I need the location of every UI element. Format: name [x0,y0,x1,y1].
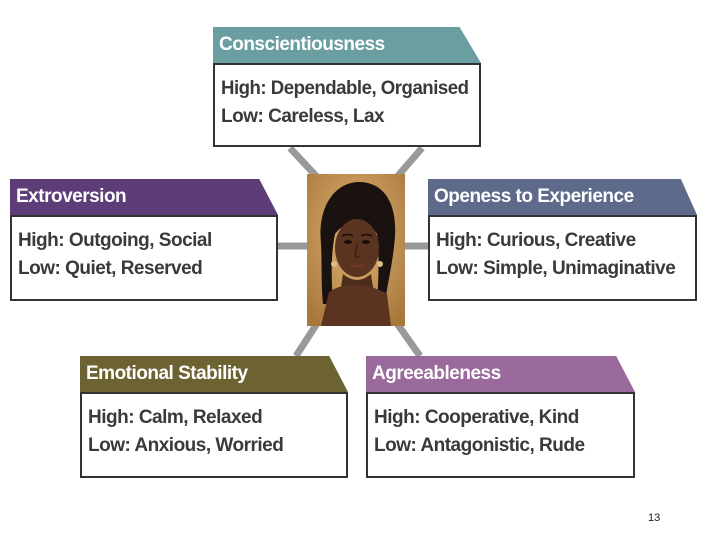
trait-low: Low: Simple, Unimaginative [436,258,676,279]
trait-low: Low: Quiet, Reserved [18,258,203,279]
trait-description: High: Calm, Relaxed Low: Anxious, Worrie… [80,392,348,478]
trait-high: High: Outgoing, Social [18,230,212,251]
trait-description: High: Curious, Creative Low: Simple, Uni… [428,215,697,301]
trait-agreeableness: Agreeableness High: Cooperative, Kind Lo… [366,356,635,478]
trait-openness: Openess to Experience High: Curious, Cre… [428,179,697,301]
trait-emotional-stability: Emotional Stability High: Calm, Relaxed … [80,356,348,478]
trait-title: Extroversion [10,179,278,215]
trait-description: High: Dependable, Organised Low: Careles… [213,63,481,147]
trait-title: Agreeableness [366,356,635,392]
trait-title: Openess to Experience [428,179,697,215]
trait-description: High: Outgoing, Social Low: Quiet, Reser… [10,215,278,301]
trait-high: High: Curious, Creative [436,230,636,251]
portrait-illustration [307,174,405,326]
trait-high: High: Dependable, Organised [221,78,469,99]
woman-portrait-icon [307,174,405,326]
trait-title-text: Emotional Stability [86,363,248,384]
trait-title: Conscientiousness [213,27,481,63]
page-number: 13 [648,512,661,524]
trait-conscientiousness: Conscientiousness High: Dependable, Orga… [213,27,481,147]
trait-extroversion: Extroversion High: Outgoing, Social Low:… [10,179,278,301]
trait-low: Low: Careless, Lax [221,106,385,127]
trait-title-text: Openess to Experience [434,186,634,207]
trait-title-text: Conscientiousness [219,34,385,55]
trait-low: Low: Antagonistic, Rude [374,435,585,456]
trait-title: Emotional Stability [80,356,348,392]
trait-high: High: Calm, Relaxed [88,407,263,428]
trait-high: High: Cooperative, Kind [374,407,579,428]
trait-description: High: Cooperative, Kind Low: Antagonisti… [366,392,635,478]
trait-low: Low: Anxious, Worried [88,435,284,456]
trait-title-text: Agreeableness [372,363,501,384]
trait-title-text: Extroversion [16,186,127,207]
